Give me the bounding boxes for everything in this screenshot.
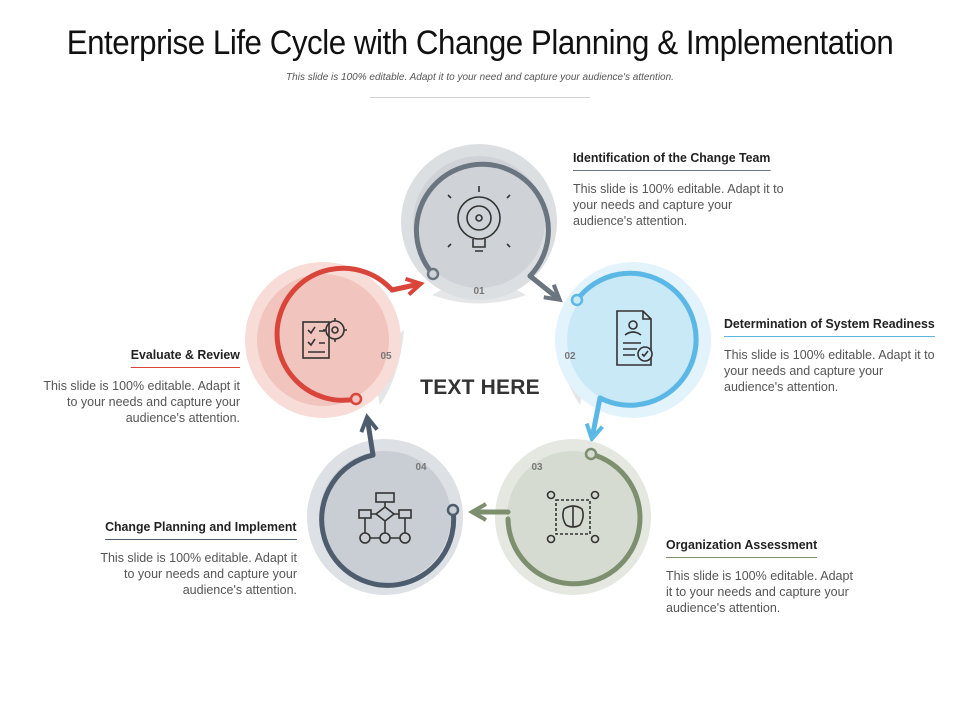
- step-01-body: This slide is 100% editable. Adapt it to…: [573, 182, 784, 228]
- step-number-03: 03: [531, 462, 543, 473]
- brain-network-icon: [546, 490, 600, 544]
- step-01-arc: [413, 161, 551, 279]
- step-05-body: This slide is 100% editable. Adapt it to…: [43, 379, 240, 425]
- step-01-circle: [401, 144, 563, 303]
- flowchart-icon: [358, 492, 412, 544]
- step-04-arc-dot: [446, 503, 460, 517]
- step-02-arc-dot: [570, 293, 584, 307]
- step-04-arc: [319, 452, 457, 588]
- step-02-text: Determination of System Readiness This s…: [724, 316, 960, 395]
- title-divider: [370, 97, 590, 98]
- step-03-arc-dot: [584, 447, 598, 461]
- step-01-arc-dot: [426, 267, 440, 281]
- step-02-heading: Determination of System Readiness: [724, 316, 935, 337]
- step-05-circle: [245, 262, 425, 418]
- step-number-05: 05: [380, 351, 392, 362]
- step-04-text: Change Planning and Implement This slide…: [57, 519, 297, 598]
- step-number-04: 04: [415, 462, 427, 473]
- step-05-arrow: [389, 276, 425, 297]
- step-03-text: Organization Assessment This slide is 10…: [666, 537, 906, 616]
- step-05-arc-dot: [349, 392, 363, 406]
- step-04-arrow: [359, 413, 379, 458]
- step-02-arc: [574, 270, 699, 408]
- step-number-01: 01: [473, 286, 485, 297]
- lightbulb-gear-icon: [447, 186, 511, 252]
- step-02-inner-disc: [567, 274, 699, 406]
- step-number-02: 02: [564, 351, 576, 362]
- step-01-text: Identification of the Change Team This s…: [573, 150, 813, 229]
- step-04-heading: Change Planning and Implement: [105, 519, 297, 540]
- step-04-inner-disc: [319, 451, 451, 583]
- slide-title: Enterprise Life Cycle with Change Planni…: [66, 24, 894, 62]
- step-03-heading: Organization Assessment: [666, 537, 818, 558]
- step-03-body: This slide is 100% editable. Adapt it to…: [666, 569, 853, 615]
- step-03-arc: [505, 451, 643, 587]
- checklist-gear-icon: [302, 318, 347, 359]
- step-02-arrow: [584, 395, 604, 443]
- step-03-circle: [467, 439, 651, 595]
- step-04-body: This slide is 100% editable. Adapt it to…: [100, 551, 297, 597]
- step-02-body: This slide is 100% editable. Adapt it to…: [724, 348, 935, 394]
- document-check-icon: [616, 310, 653, 366]
- step-05-arc: [274, 265, 395, 403]
- center-label: TEXT HERE: [420, 376, 540, 399]
- step-01-heading: Identification of the Change Team: [573, 150, 771, 171]
- step-01-inner-disc: [413, 156, 545, 288]
- step-01-arrow: [527, 273, 563, 303]
- step-05-heading: Evaluate & Review: [130, 347, 240, 368]
- step-05-text: Evaluate & Review This slide is 100% edi…: [0, 347, 240, 426]
- slide-subtitle: This slide is 100% editable. Adapt it to…: [286, 72, 674, 83]
- step-04-circle: [307, 413, 463, 595]
- step-02-circle: [555, 262, 711, 443]
